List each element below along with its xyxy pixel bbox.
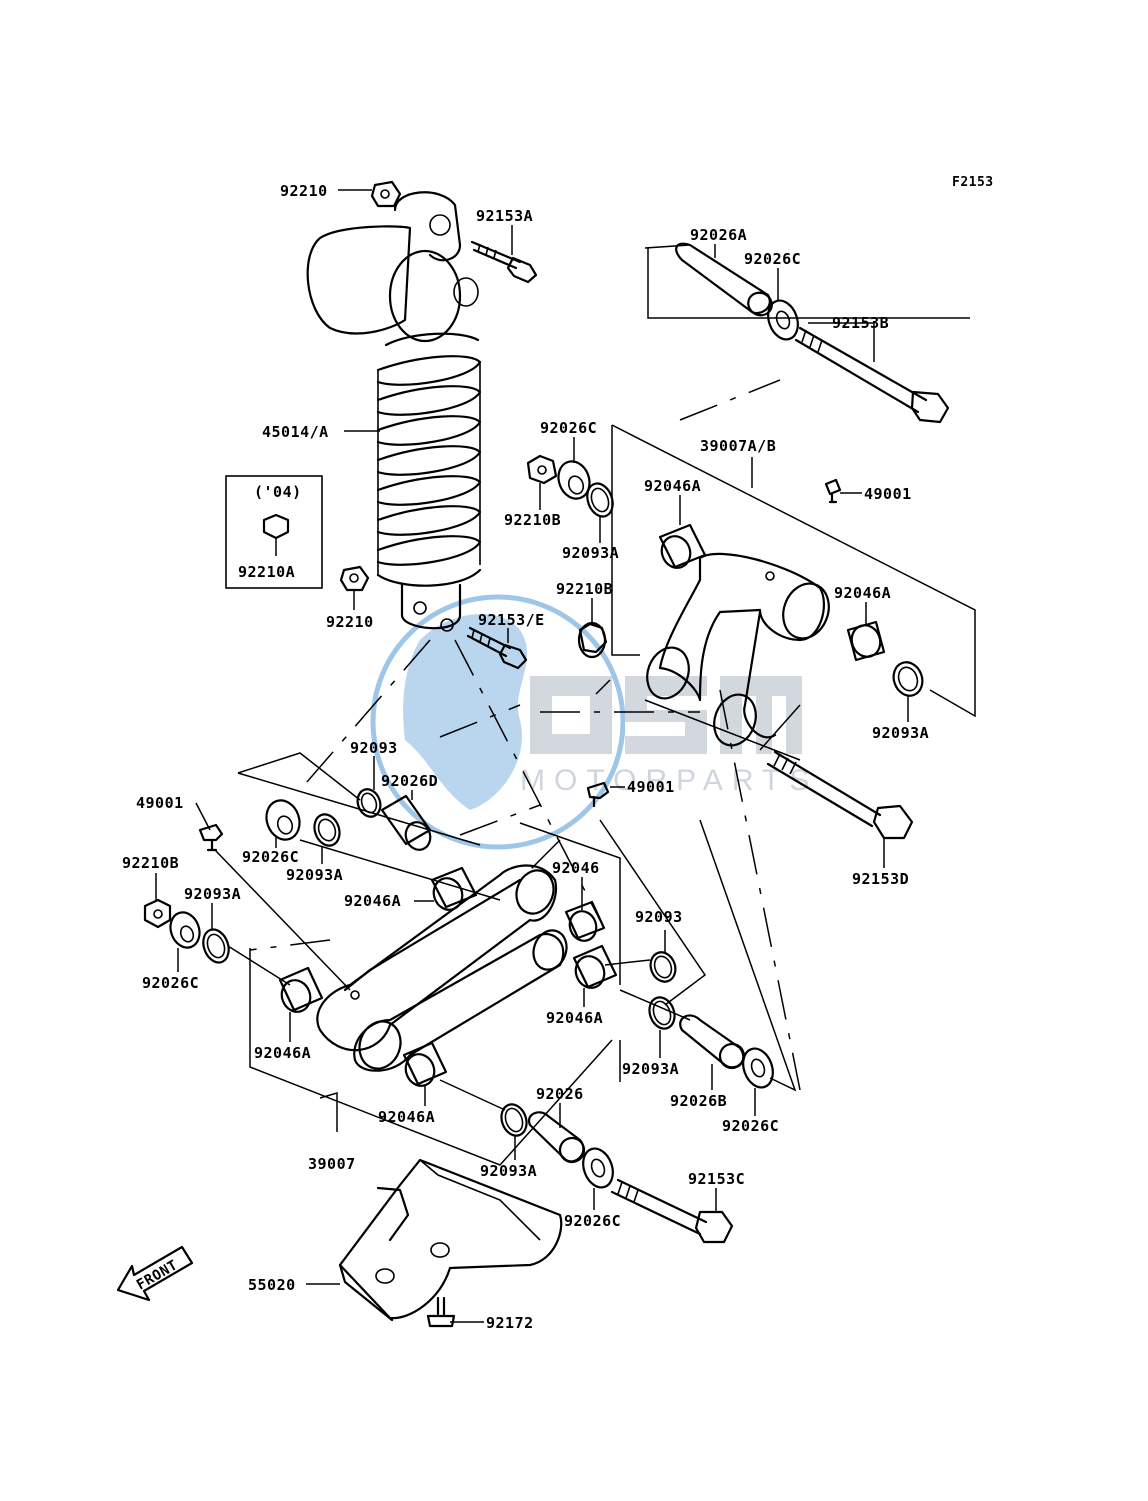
- label-92026D: 92026D: [381, 772, 438, 790]
- label-92172: 92172: [486, 1314, 534, 1332]
- bearing-92046A-bl: [278, 966, 324, 1013]
- bearing-92046A-c: [572, 944, 618, 989]
- label-49001-center: 49001: [627, 778, 675, 796]
- label-92026C-l2: 92026C: [142, 974, 199, 992]
- bolt-92172: [426, 1296, 456, 1328]
- label-49001-right: 49001: [864, 485, 912, 503]
- label-45014A: 45014/A: [262, 423, 329, 441]
- nut-92210A-icon: [262, 513, 290, 540]
- seal-92093A-l2: [202, 928, 230, 964]
- label-92026C-top: 92026C: [744, 250, 801, 268]
- shock-absorber: [306, 191, 482, 632]
- front-arrow: FRONT: [116, 1245, 194, 1302]
- label-92210B-mid: 92210B: [504, 511, 561, 529]
- seal-92093A-b: [500, 1103, 528, 1137]
- label-92026C-c: 92026C: [722, 1117, 779, 1135]
- seal-92093A-r: [892, 661, 924, 697]
- label-92026C-b: 92026C: [564, 1212, 621, 1230]
- bolt-92153D: [766, 750, 914, 840]
- bearing-92046A-l: [430, 866, 478, 911]
- bolt-92153E: [466, 626, 528, 670]
- label-92026A: 92026A: [690, 226, 747, 244]
- nut-92210-low: [339, 565, 370, 592]
- label-55020: 55020: [248, 1276, 296, 1294]
- label-92026C-l: 92026C: [242, 848, 299, 866]
- bearing-92046A-r1: [658, 523, 707, 569]
- label-49001-left: 49001: [136, 794, 184, 812]
- bearing-92046A-r2: [846, 620, 886, 662]
- label-92093A-l2: 92093A: [184, 885, 241, 903]
- watermark-globe: [370, 594, 626, 850]
- label-92046A-r1: 92046A: [644, 477, 701, 495]
- bolt-92153C: [610, 1178, 734, 1244]
- washer-92026C-b: [582, 1147, 614, 1189]
- bolt-92153A: [470, 240, 538, 284]
- inset-year: ('04): [254, 483, 302, 501]
- label-92153A: 92153A: [476, 207, 533, 225]
- label-92153D: 92153D: [852, 870, 909, 888]
- watermark-tagline: MOTORPARTS: [520, 764, 818, 797]
- washer-92026C-l: [265, 799, 301, 841]
- label-39007: 39007: [308, 1155, 356, 1173]
- label-leaders: [155, 189, 909, 1323]
- label-92093-top: 92093: [350, 739, 398, 757]
- nut-92210B-l: [143, 898, 172, 929]
- collar-92026D: [380, 794, 432, 851]
- label-92093A-l: 92093A: [286, 866, 343, 884]
- label-92093A-r: 92093A: [872, 724, 929, 742]
- guard-55020: [338, 1158, 563, 1322]
- label-92046A-c: 92046A: [546, 1009, 603, 1027]
- label-92093A-mid: 92093A: [562, 544, 619, 562]
- collar-92026A: [675, 242, 773, 317]
- nut-92210B-low: [577, 621, 608, 659]
- collar-92026: [527, 1111, 586, 1164]
- bearing-92046A-b: [402, 1041, 448, 1087]
- watermark: MOTORPARTS: [370, 594, 818, 850]
- rocker-arm-lower: [316, 864, 568, 1072]
- label-39007AB: 39007A/B: [700, 437, 776, 455]
- nut-92210B-mid: [526, 454, 558, 485]
- bearing-92046: [564, 900, 606, 942]
- label-92093A-b: 92093A: [480, 1162, 537, 1180]
- inset-box: ('04) 92210A: [225, 475, 323, 589]
- label-92046A-b: 92046A: [378, 1108, 435, 1126]
- seal-92093A-l: [313, 813, 341, 847]
- label-92153C: 92153C: [688, 1170, 745, 1188]
- front-label: FRONT: [134, 1257, 181, 1293]
- label-92046A-bl: 92046A: [254, 1044, 311, 1062]
- label-92153B: 92153B: [832, 314, 889, 332]
- label-92210-top: 92210: [280, 182, 328, 200]
- label-92026C-mid: 92026C: [540, 419, 597, 437]
- assembly-lines: [214, 244, 976, 1166]
- grease-nipple-49001-right: [824, 478, 842, 504]
- label-92210-low: 92210: [326, 613, 374, 631]
- washer-92026C-c: [742, 1047, 774, 1089]
- part-labels: 92210 92153A 92026A 92026C 92153B 45014/…: [122, 182, 929, 1332]
- seal-92093-r: [649, 951, 677, 983]
- label-92093-r: 92093: [635, 908, 683, 926]
- seal-92093A-c: [648, 996, 676, 1030]
- label-92046A-l: 92046A: [344, 892, 401, 910]
- grease-nipple-49001-center: [586, 781, 610, 808]
- collar-92026B: [679, 1014, 746, 1070]
- bolt-92153B: [794, 326, 950, 424]
- nut-92210-top: [370, 180, 402, 208]
- label-92210B-l: 92210B: [122, 854, 179, 872]
- label-92026: 92026: [536, 1085, 584, 1103]
- rocker-arm-upper: [646, 552, 830, 747]
- figure-code: F2153: [952, 175, 994, 190]
- washer-92026C-mid: [557, 460, 591, 500]
- washer-92026C-l2: [169, 911, 201, 949]
- inset-part-label: 92210A: [238, 563, 295, 581]
- label-92046A-r2: 92046A: [834, 584, 891, 602]
- label-92153E: 92153/E: [478, 611, 545, 629]
- watermark-letter-m: [720, 676, 802, 754]
- watermark-globe-continents: [403, 613, 528, 810]
- grease-nipple-49001-left: [198, 823, 224, 852]
- label-92026B: 92026B: [670, 1092, 727, 1110]
- label-92046: 92046: [552, 859, 600, 877]
- label-92093A-c: 92093A: [622, 1060, 679, 1078]
- label-92210B-low: 92210B: [556, 580, 613, 598]
